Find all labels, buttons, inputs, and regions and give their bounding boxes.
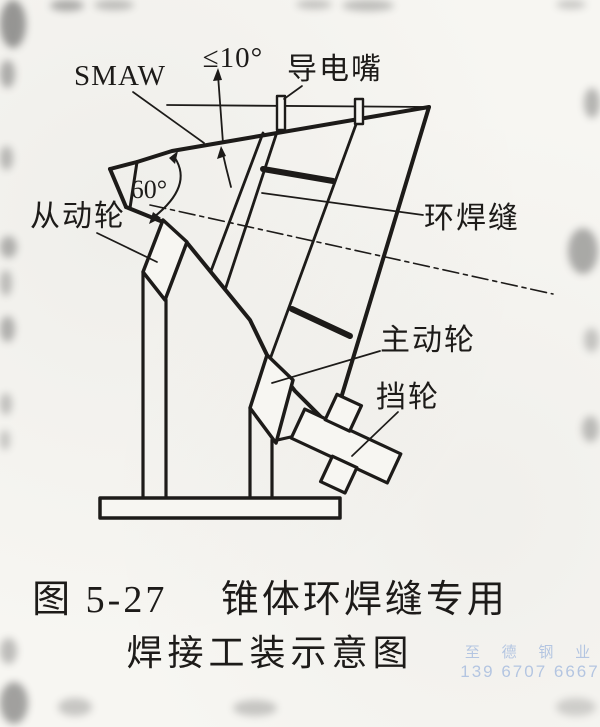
contact-tip-2 <box>353 97 365 126</box>
scan-smudge <box>342 0 394 11</box>
arrow-upright-icon <box>169 151 178 164</box>
weld-bead-bar-upper <box>260 166 336 184</box>
label-driven-wheel: 从动轮 <box>30 200 126 233</box>
cone-top-edge <box>135 105 431 164</box>
cone-angle-arc <box>153 157 182 218</box>
contact-tip-leader-line <box>283 85 303 100</box>
scan-smudge <box>58 698 92 716</box>
scan-smudge <box>0 316 15 342</box>
weld-bead-bar-lower <box>289 306 353 339</box>
scan-smudge <box>0 236 17 258</box>
ring-weld-line-2 <box>267 117 360 364</box>
base-plate <box>98 496 342 520</box>
driving-wheel <box>248 353 295 445</box>
watermark-company: 至 德 钢 业 <box>465 643 599 661</box>
stop-wheel-upper-flange <box>323 392 364 433</box>
arrow-up-icon <box>213 68 222 81</box>
cone-axis-centerline <box>149 204 554 295</box>
smaw-leader-line <box>132 91 205 144</box>
scan-smudge <box>296 0 332 9</box>
scan-smudge <box>0 638 17 664</box>
torch-rail-line <box>166 104 430 108</box>
arrow-downleft-icon <box>149 212 161 224</box>
ring-weld-line-small-end <box>128 160 139 210</box>
ring-weld-line-1b <box>223 130 279 292</box>
cone-apex-bevel <box>108 160 139 171</box>
cone-small-end-face <box>108 167 128 209</box>
watermark: 至 德 钢 业 139 6707 6667 <box>460 643 599 681</box>
label-ring-weld: 环焊缝 <box>424 202 520 235</box>
stop-wheel-lower-flange <box>318 454 359 495</box>
label-stop-wheel: 挡轮 <box>376 381 440 414</box>
stop-wheel-assembly <box>289 392 403 495</box>
scan-smudge <box>584 88 600 118</box>
scan-smudge <box>0 393 12 415</box>
driven-wheel <box>141 218 189 302</box>
scan-smudge <box>0 0 26 48</box>
scan-smudge <box>94 0 134 10</box>
driven-wheel-leader-line <box>96 232 158 263</box>
driving-wheel-leader-line <box>271 350 381 384</box>
scan-smudge <box>556 698 596 716</box>
scan-smudge <box>568 228 598 274</box>
scan-smudge <box>582 416 599 442</box>
scan-smudge <box>0 270 12 296</box>
arrow-up-icon <box>217 146 226 159</box>
ring-weld-line-1a <box>209 131 265 273</box>
figure-caption-line1: 图 5-27 锥体环焊缝专用 <box>32 579 508 621</box>
label-electrode-angle: ≤10° <box>203 42 264 74</box>
contact-tip-1 <box>275 94 287 132</box>
scan-smudge <box>584 328 599 352</box>
label-contact-tip: 导电嘴 <box>287 53 383 86</box>
scan-smudge <box>0 430 10 450</box>
electrode-axis-line <box>217 74 224 144</box>
scan-smudge <box>0 146 13 170</box>
scan-smudge <box>556 0 586 9</box>
scan-smudge <box>50 0 84 11</box>
stop-wheel-leader-line <box>351 411 399 457</box>
scan-smudge <box>0 60 15 88</box>
ring-weld-leader-line <box>261 192 424 216</box>
cone-large-end-face <box>330 105 431 430</box>
scan-smudge <box>233 700 277 716</box>
scan-smudge <box>0 682 28 724</box>
label-driving-wheel: 主动轮 <box>380 324 476 357</box>
watermark-phone: 139 6707 6667 <box>460 662 599 681</box>
figure-caption-line2: 焊接工装示意图 <box>126 633 413 673</box>
label-smaw: SMAW <box>74 60 166 92</box>
label-cone-angle: 60° <box>131 175 167 204</box>
